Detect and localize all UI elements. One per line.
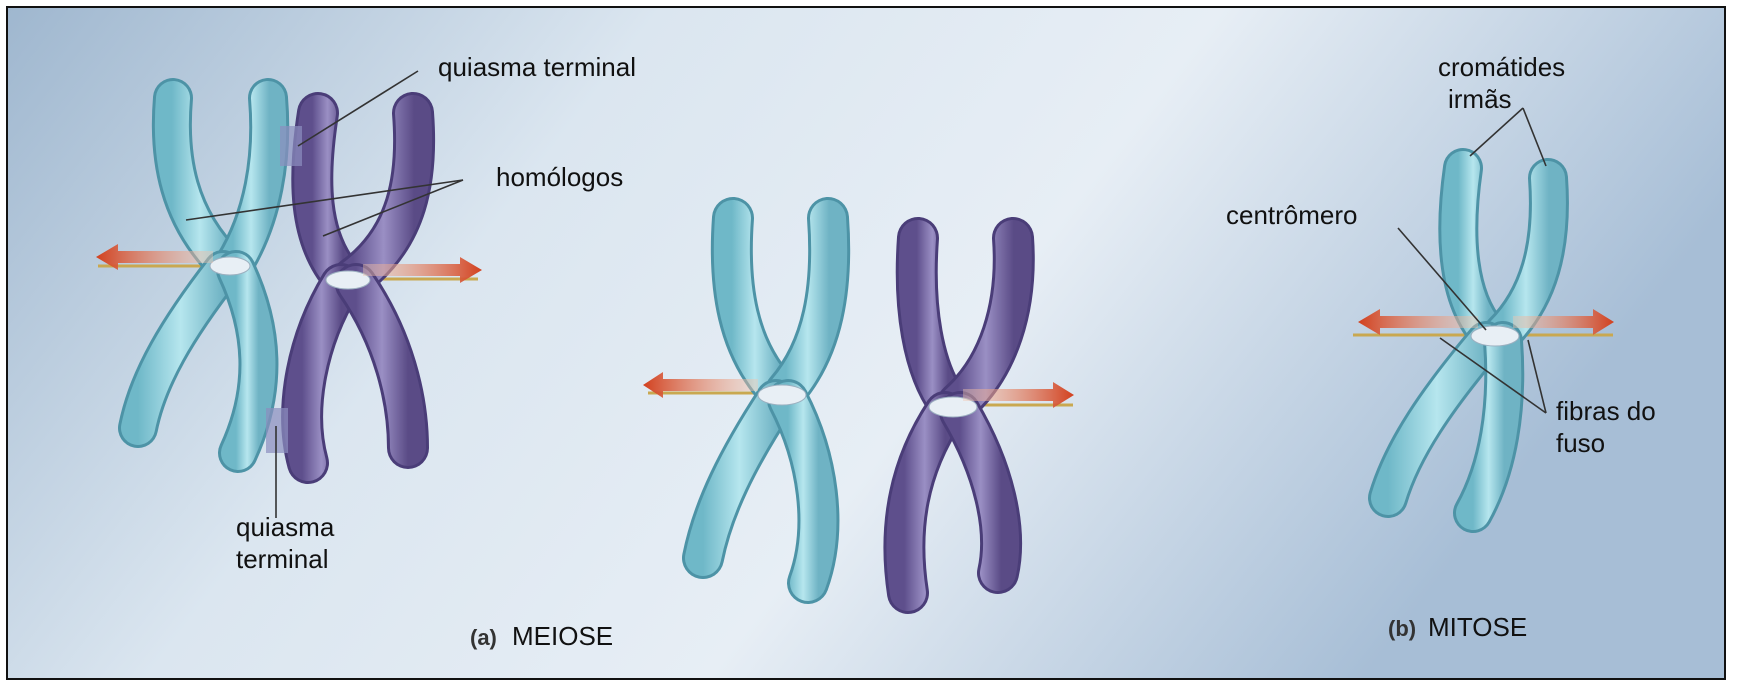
chromosome-diagram: quiasma terminal homólogos quiasma termi…	[8, 8, 1724, 678]
label-centromere: centrômero	[1226, 200, 1358, 230]
label-sister-chromatids-line2: irmãs	[1448, 84, 1512, 114]
figure-frame: quiasma terminal homólogos quiasma termi…	[6, 6, 1726, 680]
label-spindle-fibers-line2: fuso	[1556, 428, 1605, 458]
label-sister-chromatids-line1: cromátides	[1438, 52, 1565, 82]
centromere	[1471, 326, 1519, 346]
centromere	[210, 257, 250, 275]
caption-meiosis: MEIOSE	[512, 621, 613, 651]
caption-mitosis-letter: (b)	[1388, 616, 1416, 641]
bottom-chiasma-overlap	[266, 408, 288, 453]
caption-meiosis-letter: (a)	[470, 625, 497, 650]
centromere	[758, 385, 806, 405]
label-bottom-chiasma-line2: terminal	[236, 544, 328, 574]
caption-mitosis: MITOSE	[1428, 612, 1527, 642]
label-top-terminal-chiasma: quiasma terminal	[438, 52, 636, 82]
label-bottom-chiasma-line1: quiasma	[236, 512, 335, 542]
label-homologs: homólogos	[496, 162, 623, 192]
label-spindle-fibers-line1: fibras do	[1556, 396, 1656, 426]
